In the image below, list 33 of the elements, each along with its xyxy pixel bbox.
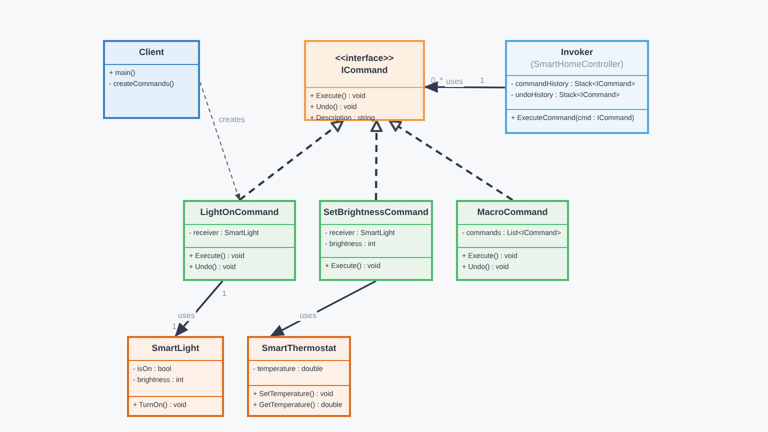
class-box: [103, 40, 200, 119]
class-name: MacroCommand: [477, 207, 548, 219]
class-name: ICommand: [341, 64, 388, 76]
arrow: [174, 280, 224, 337]
edge-label: uses: [177, 310, 196, 320]
dashed-arrow: [238, 120, 344, 201]
class-name: SetBrightnessCommand: [323, 207, 429, 219]
class-box: [319, 200, 433, 281]
dashed-arrow: [199, 82, 240, 201]
dashed-arrow: [370, 120, 383, 200]
class-name: LightOnCommand: [200, 207, 279, 219]
arrow: [424, 81, 505, 93]
stereotype-label: <<interface>>: [335, 53, 394, 64]
edge-label: uses: [445, 77, 464, 88]
class-subtitle: (SmartHomeController): [530, 58, 624, 70]
multiplicity-label: 1: [172, 322, 176, 331]
class-box: [183, 200, 296, 281]
class-box: [304, 40, 425, 121]
class-box: [127, 336, 224, 417]
class-box: [247, 336, 351, 417]
stereotype-label: Invoker: [560, 46, 593, 58]
edge-label: uses: [298, 310, 318, 320]
class-box: [505, 40, 649, 134]
arrow: [270, 280, 376, 337]
dashed-arrow: [388, 120, 514, 201]
class-name: SmartLight: [152, 343, 200, 355]
class-name: Client: [138, 47, 164, 59]
edge-label: creates: [218, 114, 246, 125]
class-box: [456, 200, 569, 281]
class-name: SmartThermostat: [262, 343, 336, 355]
multiplicity-label: 1: [222, 289, 226, 298]
multiplicity-label: 1: [480, 76, 484, 85]
multiplicity-label: 0..*: [431, 76, 444, 85]
